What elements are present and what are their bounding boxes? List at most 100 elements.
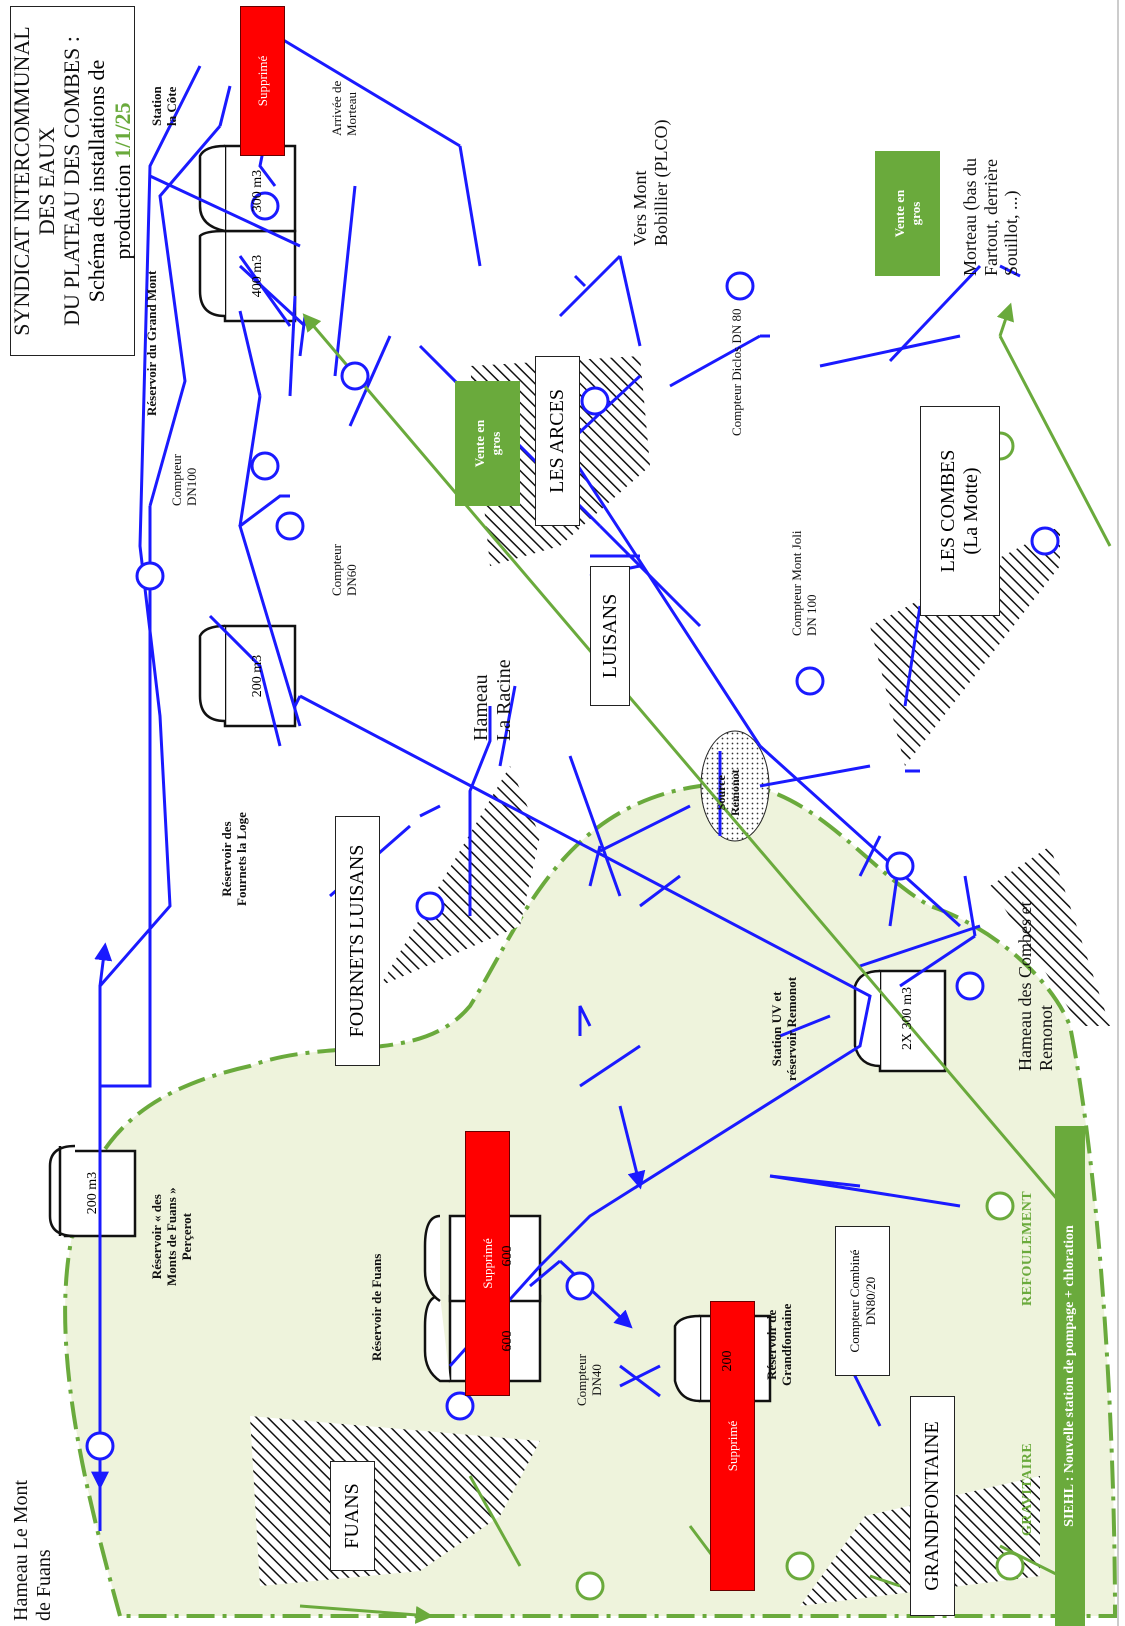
hameau-mont-label: Hameau Le Mont de Fuans [10,1480,56,1621]
compteur-montjoli-2: DN 100 [803,594,819,636]
compteur-dn40-label: Compteur DN40 [574,1354,605,1406]
arrivee-1: Arrivée de [329,80,344,136]
title-line2: DU PLATEAU DES COMBES : [59,36,85,326]
res-fournets-2: Fournets la Loge [233,812,249,906]
res-monts-1: Réservoir « des [149,1194,164,1280]
locality-combes-2: (La Motte) [960,467,982,555]
compteur-combine-2: DN80/20 [862,1276,878,1326]
res-fournets-label: Réservoir des Fournets la Loge [219,812,250,906]
refoulement-label: REFOULEMENT [1020,1190,1035,1306]
locality-fuans: FUANS [330,1461,375,1571]
siehl-banner: SIEHL : Nouvelle station de pompage + ch… [1055,1126,1085,1626]
res-grandf-label: Réservoir de Grandfontaine [764,1303,795,1386]
hameau-combes-2: Remonot [1035,1005,1056,1071]
gravitaire-label: GRAVITAIRE [1020,1442,1035,1536]
station-uv-1: Station UV et [769,991,784,1067]
compteur-dn60-1: Compteur [329,544,344,596]
morteau-3: Souillot, ...) [1001,190,1022,276]
locality-combes-1: LES COMBES [937,449,959,573]
locality-luisans: LUISANS [590,566,630,706]
res-fournets-1: Réservoir des [219,821,234,897]
hameau-mont-2: de Fuans [33,1549,55,1621]
hameau-racine-label: Hameau La Racine [470,659,516,741]
tank-2x300: 2X 300 m3 [900,987,915,1050]
tank-600-b: 600 [500,1245,515,1267]
vente-arces-1: Vente en [471,419,487,468]
locality-combes: LES COMBES (La Motte) [920,406,1000,616]
vers-mont-1: Vers Mont [630,170,650,247]
compteur-dn40-1: Compteur [574,1354,589,1406]
tank-200-mont: 200 m3 [85,1171,100,1215]
vers-mont-label: Vers Mont Bobillier (PLCO) [630,120,671,247]
tank-200-fournets: 200 m3 [250,654,265,698]
tank-400: 400 m3 [250,254,265,298]
tank-200-grandf: 200 [720,1350,735,1372]
compteur-montjoli-1: Compteur Mont Joli [789,530,804,636]
station-cote-1: Station [149,86,164,126]
res-fuans-label: Réservoir de Fuans [369,1253,384,1361]
locality-grandfontaine: GRANDFONTAINE [910,1396,955,1616]
locality-fournets: FOURNETS LUISANS [335,816,380,1066]
res-grandmont-label: Réservoir du Grand Mont [144,270,159,416]
title-line3: Schéma des installations de production [84,59,136,303]
compteur-dn60-label: Compteur DN60 [329,544,360,596]
supprime-station-cote: Supprimé [240,6,285,156]
arrivee-label: Arrivée de Morteau [329,80,360,136]
res-grandf-1: Réservoir de [764,1309,779,1380]
title-line1: SYNDICAT INTERCOMMUNAL DES EAUX [8,26,59,336]
compteur-dn60-2: DN60 [343,564,359,596]
morteau-label: Morteau (bas du Fartout, derrière Souill… [960,158,1022,276]
hameau-combes-label: Hameau des Combes et Remonot [1015,902,1056,1071]
vente-arces-2: gros [487,431,503,456]
compteur-dn100-label: Compteur DN100 [169,454,200,506]
morteau-2: Fartout, derrière [980,159,1001,276]
vente-morteau-1: Vente en [891,189,907,238]
title-line3-wrap: Schéma des installations de production 1… [84,11,136,351]
meter-circles [85,191,1060,1461]
vers-mont-2: Bobillier (PLCO) [650,119,671,247]
tank-600-a: 600 [500,1330,515,1352]
source-remonot-shape [700,730,770,842]
source-2: Remonot [727,769,742,816]
morteau-1: Morteau (bas du [960,158,980,276]
vente-en-gros-arces: Vente en gros [455,381,520,506]
hameau-racine-1: Hameau [470,674,492,741]
title-date: 1/1/25 [110,102,136,159]
source-1: Source [714,775,728,811]
station-cote-2: la Côte [163,86,179,126]
compteur-diclos-label: Compteur Diclos DN 80 [729,308,744,436]
siehl-zone [63,781,1118,1618]
res-monts-2: Monts de Fuans » [163,1187,179,1286]
village-hameau-combes-shape [990,846,1110,1026]
hameau-mont-1: Hameau Le Mont [10,1479,32,1621]
tank-300: 300 m3 [250,169,265,213]
village-fournets-shape [380,766,540,986]
compteur-combine-1: Compteur Combiné [846,1249,862,1353]
res-monts-label: Réservoir « des Monts de Fuans » Perçero… [149,1187,195,1286]
arrivee-2: Morteau [343,91,359,136]
station-cote-label: Station la Côte [149,86,180,126]
compteur-dn100-2: DN100 [183,467,199,506]
locality-arces: LES ARCES [535,356,580,526]
source-label: Source Remonot [714,769,743,816]
station-uv-2: réservoir Remonot [783,976,799,1081]
res-grandf-2: Grandfontaine [778,1303,794,1386]
res-monts-3: Perçerot [178,1213,194,1261]
hameau-combes-1: Hameau des Combes et [1015,901,1035,1071]
village-combes-shape [870,526,1060,766]
compteur-dn40-2: DN40 [588,1364,604,1396]
hameau-racine-2: La Racine [493,659,515,741]
village-fuans-shape [250,1416,540,1586]
compteur-combine-box: Compteur Combiné DN80/20 [835,1226,890,1376]
vente-morteau-2: gros [907,201,923,226]
blue-pipes [91,65,1021,1531]
compteur-montjoli-label: Compteur Mont Joli DN 100 [789,530,820,636]
green-circles [575,431,1025,1601]
station-uv-label: Station UV et réservoir Remonot [769,976,800,1081]
title-box: SYNDICAT INTERCOMMUNAL DES EAUX DU PLATE… [8,6,136,356]
vente-en-gros-morteau: Vente en gros [875,151,940,276]
compteur-dn100-1: Compteur [169,454,184,506]
